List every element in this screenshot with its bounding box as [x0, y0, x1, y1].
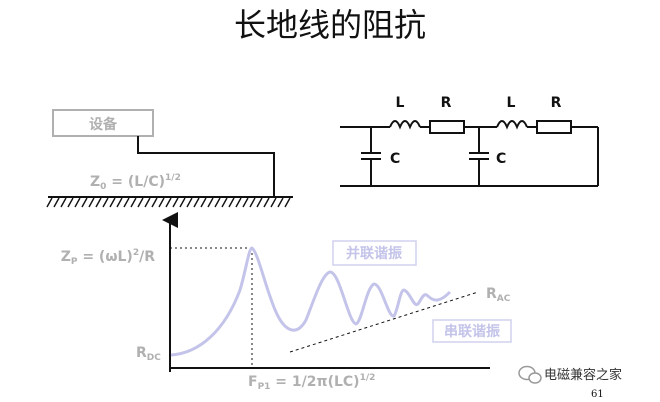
- ground-wire: [137, 136, 275, 196]
- capacitor-1-label: C: [390, 151, 400, 167]
- hatch-mark: [221, 197, 228, 208]
- hatch-mark: [53, 197, 60, 208]
- page-number: 61: [591, 389, 604, 400]
- impedance-curve: [170, 246, 452, 357]
- hatch-mark: [256, 197, 263, 208]
- rdc-label: RDC: [136, 345, 161, 363]
- device-label: 设备: [89, 116, 118, 133]
- wechat-logo-icon: [518, 365, 542, 384]
- hatch-mark: [95, 197, 102, 208]
- inductor-2-label: L: [507, 95, 516, 111]
- hatch-mark: [235, 197, 242, 208]
- fp1-formula: FP1 = 1/2π(LC)1/2: [248, 373, 375, 392]
- rac-label: RAC: [486, 286, 511, 304]
- hatch-mark: [179, 197, 186, 208]
- z0-formula: Z0 = (L/C)1/2: [90, 173, 181, 192]
- hatch-mark: [81, 197, 88, 208]
- hatch-mark: [249, 197, 256, 208]
- hatch-mark: [277, 197, 284, 208]
- hatch-mark: [270, 197, 277, 208]
- series-resonance-box: [432, 319, 512, 343]
- hatch-mark: [130, 197, 137, 208]
- hatch-mark: [186, 197, 193, 208]
- resistor-1-label: R: [441, 95, 452, 111]
- hatch-mark: [109, 197, 116, 208]
- hatch-mark: [151, 197, 158, 208]
- inductor-1-label: L: [396, 95, 405, 111]
- parallel-resonance-label: 并联谐振: [346, 245, 402, 262]
- series-resonance-label: 串联谐振: [444, 323, 500, 340]
- hatch-mark: [158, 197, 165, 208]
- capacitor-2-label: C: [496, 151, 506, 167]
- slide-title: 长地线的阻抗: [234, 6, 426, 44]
- zp-formula: ZP = (ωL)2/R: [61, 248, 156, 267]
- device-box: [52, 109, 154, 137]
- hatch-mark: [74, 197, 81, 208]
- hatch-mark: [242, 197, 249, 208]
- hatch-mark: [263, 197, 270, 208]
- watermark-text: 电磁兼容之家: [544, 367, 622, 383]
- resistor-2-label: R: [551, 95, 562, 111]
- hatch-mark: [67, 197, 74, 208]
- hatch-mark: [284, 197, 291, 208]
- hatch-mark: [88, 197, 95, 208]
- ground-hatch: [46, 197, 291, 208]
- parallel-resonance-box: [332, 240, 417, 266]
- hatch-mark: [137, 197, 144, 208]
- hatch-mark: [207, 197, 214, 208]
- hatch-mark: [123, 197, 130, 208]
- ladder-circuit: [340, 120, 599, 187]
- hatch-mark: [144, 197, 151, 208]
- hatch-mark: [60, 197, 67, 208]
- hatch-mark: [172, 197, 179, 208]
- hatch-mark: [193, 197, 200, 208]
- hatch-mark: [102, 197, 109, 208]
- hatch-mark: [165, 197, 172, 208]
- hatch-mark: [200, 197, 207, 208]
- series-resonance-trend-line: [289, 291, 479, 353]
- hatch-mark: [46, 197, 53, 208]
- hatch-mark: [214, 197, 221, 208]
- hatch-mark: [228, 197, 235, 208]
- hatch-mark: [116, 197, 123, 208]
